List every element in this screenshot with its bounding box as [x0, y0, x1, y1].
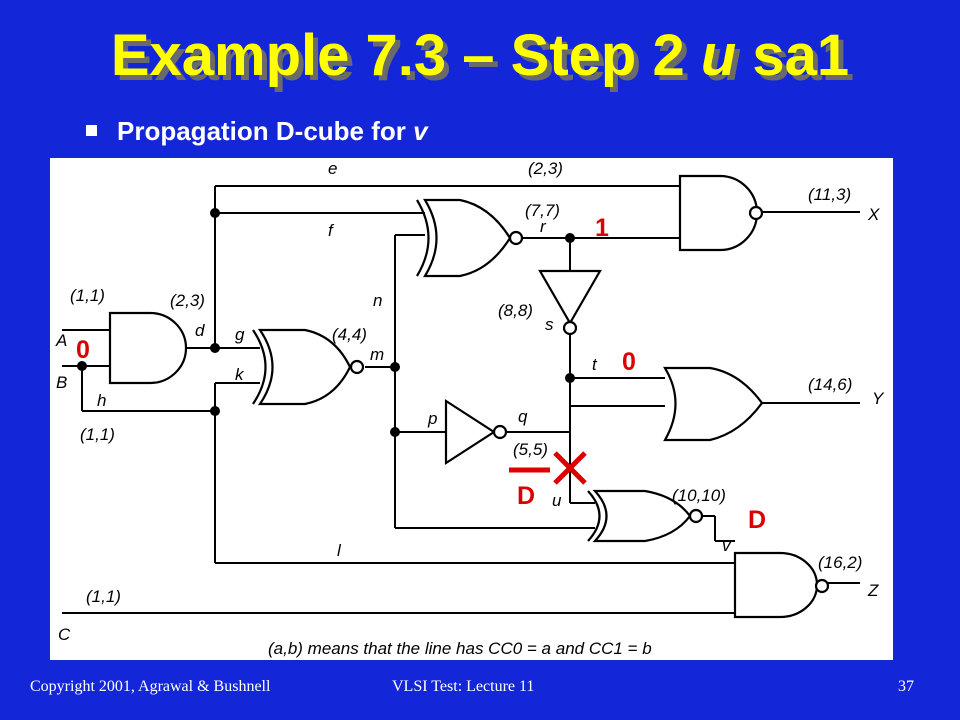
value-r: 1 [595, 214, 609, 242]
label-q: q [518, 407, 528, 426]
label-r: r [540, 217, 547, 236]
slide-title: Example 7.3 – Step 2 u sa1 [110, 23, 850, 88]
label-g: g [235, 325, 245, 344]
cc-X: (11,3) [808, 185, 851, 204]
signal-labels: e f g d k h n m r s t p q u v l A B C X … [55, 159, 885, 644]
label-f: f [328, 221, 335, 240]
label-A: A [55, 331, 67, 350]
or-gate-y [663, 366, 764, 442]
bullet-item: Propagation D-cube for v [86, 116, 428, 147]
wires [62, 185, 860, 614]
xnor-gate-r [423, 198, 512, 278]
test-annotations: 1 0 0 sa1 D D [76, 214, 766, 534]
value-B: 0 [76, 336, 90, 364]
label-v: v [722, 536, 732, 555]
inverter-s [538, 269, 602, 326]
nor-gate-m [257, 328, 352, 406]
footer-lecture: VLSI Test: Lecture 11 [392, 678, 535, 695]
cc-A: (1,1) [70, 286, 105, 305]
cc-e: (2,3) [528, 159, 563, 178]
value-u: D [517, 482, 535, 510]
cc-m: (4,4) [332, 325, 367, 344]
label-l: l [337, 541, 342, 560]
bubble-r [508, 230, 524, 246]
label-e: e [328, 159, 337, 178]
label-d: d [195, 321, 205, 340]
junctions [77, 208, 575, 437]
cc-d: (2,3) [170, 291, 205, 310]
inverter-q [444, 398, 497, 466]
cc-r: (7,7) [525, 201, 560, 220]
bullet-text: Propagation D-cube for [117, 116, 414, 146]
footer-page-number: 37 [898, 678, 914, 695]
cc-Y: (14,6) [808, 375, 852, 394]
bubble-m [349, 359, 365, 375]
cc-h: (1,1) [80, 425, 115, 444]
bubble-z [814, 578, 830, 594]
label-Y: Y [872, 389, 885, 408]
label-u: u [552, 491, 562, 510]
bubble-v [688, 508, 704, 524]
label-k: k [235, 365, 245, 384]
label-X: X [867, 205, 880, 224]
footer-copyright: Copyright 2001, Agrawal & Bushnell [30, 678, 271, 695]
label-p: p [427, 409, 437, 428]
label-h: h [97, 391, 106, 410]
bubble-x [748, 205, 764, 221]
and-gate-d [108, 311, 188, 385]
value-t: 0 [622, 348, 636, 376]
fault-label: sa1 [606, 456, 648, 484]
label-B: B [56, 373, 67, 392]
diagram-legend: (a,b) means that the line has CC0 = a an… [268, 639, 652, 658]
cc-s: (8,8) [498, 301, 533, 320]
label-Z: Z [867, 581, 879, 600]
value-v: D [748, 506, 766, 534]
nor-gate-v [592, 489, 692, 543]
cc-v: (10,10) [672, 486, 726, 505]
cc-C: (1,1) [86, 587, 121, 606]
bullet-square-icon [86, 124, 97, 136]
gates [108, 174, 830, 619]
bullet-signal: v [413, 116, 428, 146]
label-C: C [58, 625, 71, 644]
label-t: t [592, 355, 598, 374]
circuit-diagram: e f g d k h n m r s t p q u v l A B C X … [50, 158, 893, 660]
label-n: n [373, 291, 382, 310]
label-m: m [370, 345, 384, 364]
cc-q: (5,5) [513, 440, 548, 459]
controllability-labels: (1,1) (2,3) (4,4) (1,1) (2,3) (7,7) (11,… [70, 159, 862, 606]
nand-gate-z [733, 551, 819, 619]
label-s: s [545, 315, 554, 334]
cc-Z: (16,2) [818, 553, 862, 572]
nand-gate-x [678, 174, 759, 252]
